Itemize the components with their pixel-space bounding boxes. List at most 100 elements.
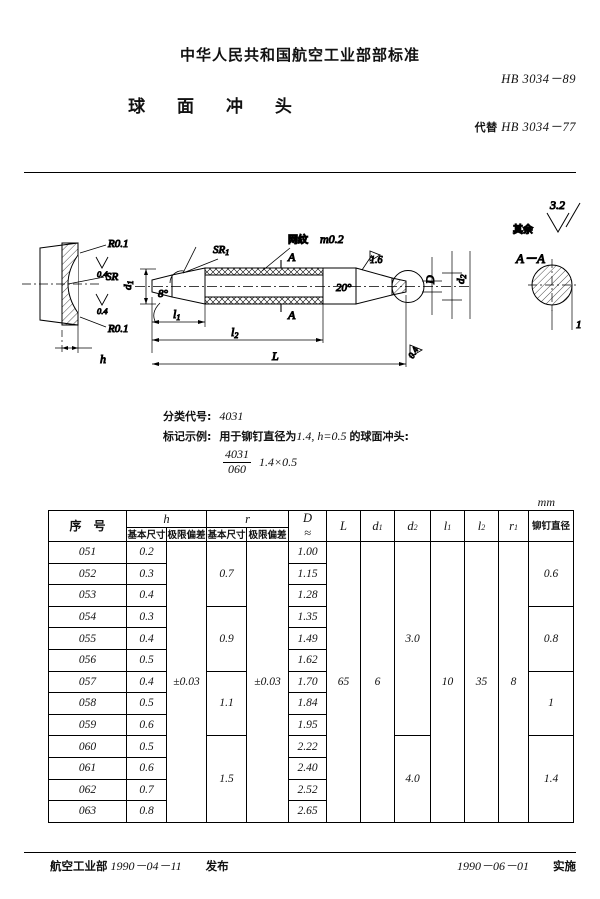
header-d1: d1 — [360, 510, 395, 542]
cell-seq: 062 — [48, 778, 127, 802]
cell-r-basic: 1.5 — [206, 735, 247, 823]
section-dim-label: 1 — [576, 319, 582, 331]
cell-h-basic: 0.5 — [126, 735, 167, 758]
cell-seq: 058 — [48, 692, 127, 715]
header-h-group: h — [126, 509, 207, 529]
cell-h-tolerance: ±0.03 — [166, 541, 207, 823]
header-divider — [24, 172, 576, 173]
cell-h-basic: 0.7 — [126, 778, 167, 802]
document-footer: 航空工业部 1990－04－11 发布 1990－06－01 实施 — [24, 857, 576, 877]
knurl-label: 网纹 — [288, 233, 309, 246]
cell-seq: 054 — [48, 605, 127, 629]
cell-seq: 060 — [48, 735, 127, 758]
cell-D: 1.35 — [288, 605, 327, 629]
cell-seq: 063 — [48, 800, 127, 823]
remaining-label: 其余 — [513, 223, 534, 236]
fraction-numerator: 4031 — [223, 447, 251, 463]
cell-h-basic: 0.4 — [126, 584, 167, 607]
header-D: D ≈ — [288, 510, 327, 542]
cell-l1: 10 — [430, 541, 465, 823]
cell-h-basic: 0.6 — [126, 713, 167, 737]
cell-seq: 061 — [48, 756, 127, 780]
cell-seq: 056 — [48, 648, 127, 672]
rough-0-4-label: 0.4 — [406, 345, 421, 360]
header-rivet-diameter: 铆钉直径 — [528, 510, 574, 542]
cell-D: 1.95 — [288, 713, 327, 737]
detail-view-head — [22, 242, 109, 353]
table-unit-label: mm — [537, 495, 555, 509]
cell-D: 1.00 — [288, 541, 327, 564]
cell-l2: 35 — [464, 541, 499, 823]
cell-h-basic: 0.3 — [126, 562, 167, 586]
detail-rough-upper-label: 0.4 — [97, 269, 108, 279]
specification-table-wrapper: 序 号 h r D ≈ L d1 — [48, 509, 574, 823]
classification-label: 分类代号: — [163, 410, 212, 423]
header-d2: d2 — [394, 510, 431, 542]
cell-h-basic: 0.3 — [126, 605, 167, 629]
cell-h-basic: 0.5 — [126, 692, 167, 715]
section-aa-view — [528, 202, 581, 330]
cell-d1: 6 — [360, 541, 395, 823]
detail-h-label: h — [100, 352, 106, 366]
L-label: L — [271, 349, 279, 363]
header-r-basic: 基本尺寸 — [206, 527, 247, 542]
cell-h-basic: 0.8 — [126, 800, 167, 823]
cell-seq: 057 — [48, 670, 127, 694]
marking-value-1: 1.4 — [296, 429, 312, 443]
cell-d2: 3.0 — [394, 540, 431, 737]
replaced-standard: 代替 HB 3034－77 — [475, 116, 576, 135]
marking-text-1: 用于铆钉直径为 — [219, 430, 297, 443]
cell-D: 1.15 — [288, 562, 327, 586]
cell-seq: 053 — [48, 584, 127, 607]
cell-D: 1.28 — [288, 584, 327, 607]
cell-D: 2.65 — [288, 800, 327, 823]
effective-date: 1990－06－01 — [456, 859, 529, 873]
cell-D: 2.22 — [288, 735, 327, 758]
cell-D: 2.40 — [288, 756, 327, 780]
cell-D: 2.52 — [288, 778, 327, 802]
d2-label: d2 — [455, 275, 468, 285]
header-l1: l1 — [430, 510, 465, 542]
detail-r-upper-label: R0.1 — [107, 238, 128, 250]
cell-h-basic: 0.4 — [126, 670, 167, 694]
marking-text-2: , h=0.5 — [311, 429, 347, 443]
l1-label: l1 — [173, 307, 180, 322]
header-h-basic: 基本尺寸 — [126, 527, 167, 542]
header-seq: 序 号 — [48, 510, 127, 542]
header-L: L — [326, 510, 361, 542]
section-title-label: A－A — [515, 251, 545, 266]
standard-code: HB 3034－89 — [501, 72, 576, 86]
main-view-punch — [135, 246, 471, 367]
angle-8-label: 8° — [158, 288, 169, 300]
footer-divider — [24, 852, 576, 853]
rough-1-6-label: 1.6 — [370, 255, 383, 266]
section-mark-top: A — [287, 250, 296, 264]
ministry-header: 中华人民共和国航空工业部部标准 — [179, 46, 420, 64]
detail-r-lower-label: R0.1 — [107, 323, 128, 335]
issue-info: 航空工业部 1990－04－11 发布 — [50, 857, 229, 874]
cell-rivet-diameter: 1.4 — [528, 735, 574, 823]
cell-D: 1.70 — [288, 670, 327, 694]
effective-label: 实施 — [553, 859, 576, 873]
fraction-denominator: 060 — [228, 461, 246, 476]
document-title: 球 面 冲 头 — [128, 97, 305, 117]
angle-20-label: 20° — [336, 282, 352, 294]
cell-rivet-diameter: 1 — [528, 670, 574, 737]
table-header-sub-row: 基本尺寸 极限偏差 基本尺寸 极限偏差 — [49, 527, 574, 542]
header-r-tolerance: 极限偏差 — [246, 527, 289, 542]
cell-r-basic: 1.1 — [206, 670, 247, 737]
cell-r-basic: 0.9 — [206, 605, 247, 672]
cell-h-basic: 0.6 — [126, 756, 167, 780]
d1-label: d1 — [122, 281, 135, 291]
cell-L: 65 — [326, 541, 361, 823]
replaces-label: 代替 — [474, 121, 498, 134]
cell-d2: 4.0 — [394, 735, 431, 823]
designation-dimensions: 1.4×0.5 — [259, 454, 298, 469]
cell-r-basic: 0.7 — [206, 541, 247, 607]
